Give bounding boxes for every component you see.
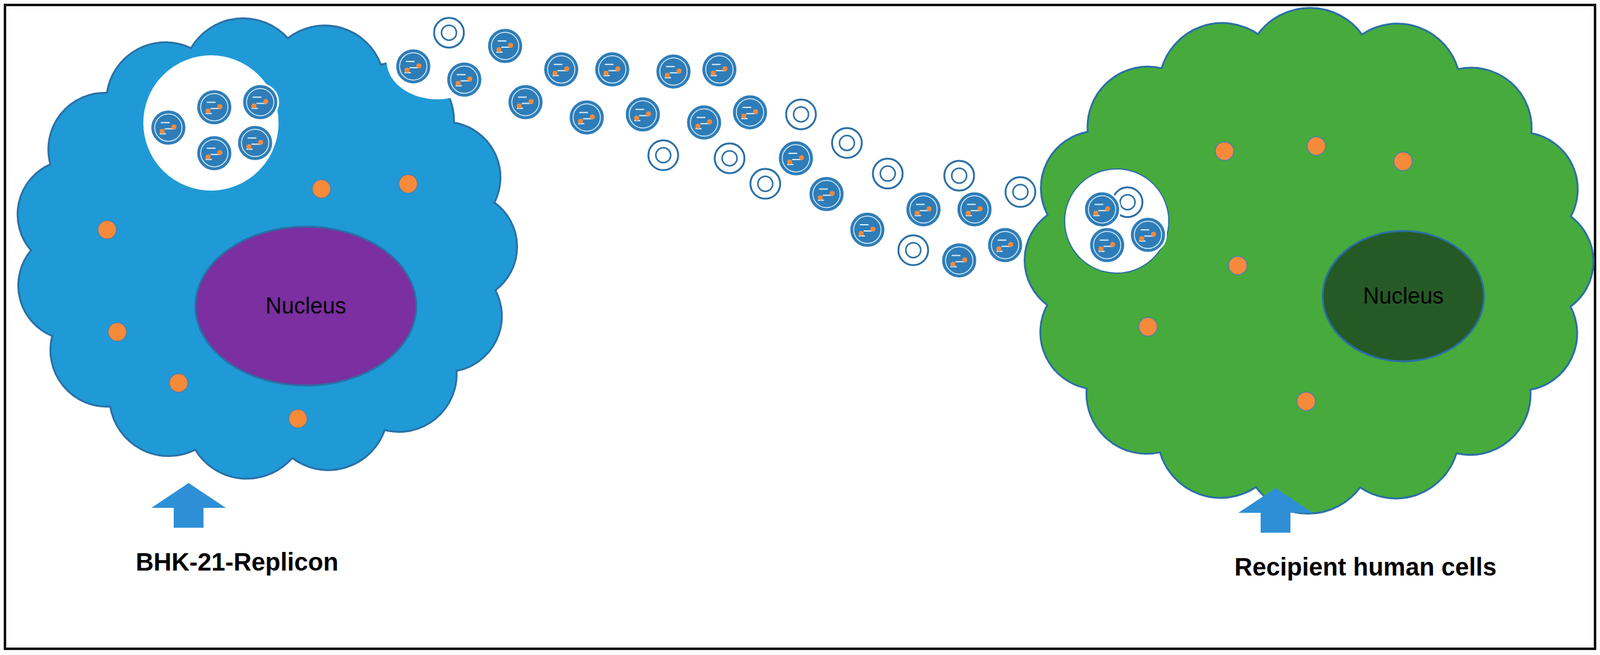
exosome (196, 89, 233, 126)
empty-vesicle (1005, 176, 1036, 207)
frame (4, 4, 1596, 649)
exosome (543, 51, 580, 88)
recipient-cell (1024, 8, 1594, 514)
organelle-dot (1296, 391, 1316, 411)
exosome (777, 140, 814, 177)
exosome (1129, 216, 1166, 253)
empty-vesicle (714, 143, 745, 174)
nucleus-outline (1322, 230, 1484, 362)
organelle-dot (1307, 136, 1326, 156)
exosome (395, 48, 432, 85)
empty-vesicle (872, 158, 903, 189)
organelle-dot (288, 408, 308, 428)
organelle-dot (1228, 256, 1247, 275)
organelle-dot (107, 322, 127, 342)
exosome (446, 61, 483, 98)
exosome (241, 83, 278, 120)
exosome (655, 53, 692, 90)
nucleus: Nucleus (194, 225, 418, 387)
empty-vesicle (831, 127, 862, 158)
exosome (701, 51, 738, 88)
empty-vesicle (648, 140, 679, 170)
cell-label: Recipient human cells (1234, 552, 1497, 581)
empty-vesicle (944, 160, 975, 191)
pointer-arrow (151, 482, 226, 528)
organelle-dot (1394, 151, 1413, 171)
organelle-dot (312, 179, 331, 198)
exosome (150, 109, 187, 146)
empty-vesicle (786, 99, 816, 130)
exosome (956, 191, 993, 228)
exosome (568, 99, 605, 136)
exosome (1089, 227, 1126, 264)
nucleus-outline (195, 226, 417, 386)
cell-label: BHK-21-Replicon (135, 547, 339, 576)
nucleus-label: Nucleus (265, 292, 347, 319)
nucleus: Nucleus (1321, 229, 1486, 363)
nucleus-label: Nucleus (1363, 282, 1444, 309)
organelle-dot (1215, 141, 1234, 161)
donor-cell (17, 17, 517, 479)
exosome (507, 83, 544, 120)
organelle-dot (98, 220, 117, 239)
exosome (941, 241, 978, 278)
empty-vesicle (434, 17, 465, 48)
empty-vesicle (898, 235, 929, 265)
exosome (487, 27, 523, 64)
exosome (594, 51, 631, 88)
endosome (1064, 168, 1169, 273)
exosome (686, 104, 723, 141)
exosome (1083, 191, 1120, 228)
exosome (849, 211, 886, 248)
empty-vesicle (750, 168, 781, 199)
organelle-dot (398, 174, 418, 193)
exosome (808, 176, 845, 213)
organelle-dot (1138, 317, 1158, 336)
exosome (732, 94, 769, 131)
exosome (905, 191, 942, 228)
multivesicular-body (143, 55, 278, 190)
exosome (987, 227, 1024, 264)
pointer-arrow (1238, 487, 1313, 533)
exosome (624, 96, 661, 133)
organelle-dot (169, 373, 188, 393)
exosome (196, 135, 233, 172)
exosome (236, 124, 273, 161)
